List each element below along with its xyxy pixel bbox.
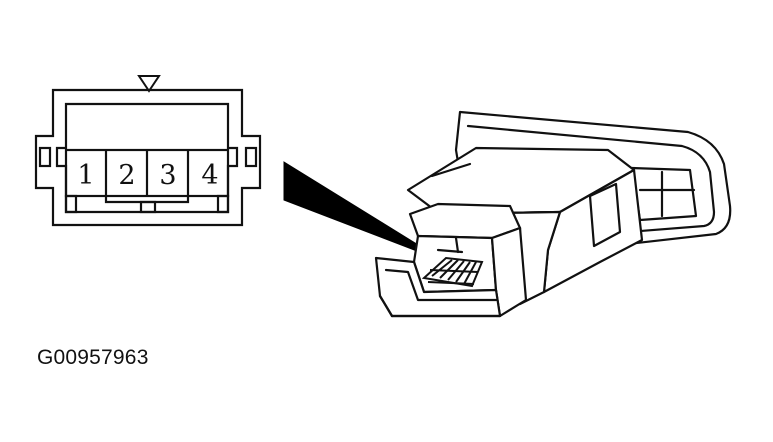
connector-outer-housing [34,88,262,227]
pin-labels: 1 2 3 4 [77,160,218,191]
housing-side-window [588,182,622,248]
bottom-key-left [64,194,78,214]
pin-2-label: 2 [118,160,135,191]
plug-block-side [490,226,528,318]
bottom-key-right [216,194,230,214]
pin-3-label: 3 [159,160,176,191]
switch-body-illustration [374,110,732,318]
figure-id-label: G00957963 [37,346,149,369]
pin-4-label: 4 [201,160,218,191]
bezel-window [630,166,698,222]
pin-1-label: 1 [77,160,94,191]
connector-face-view [34,75,262,227]
terminal-pins [421,256,484,288]
polarization-triangle-icon [137,75,161,93]
